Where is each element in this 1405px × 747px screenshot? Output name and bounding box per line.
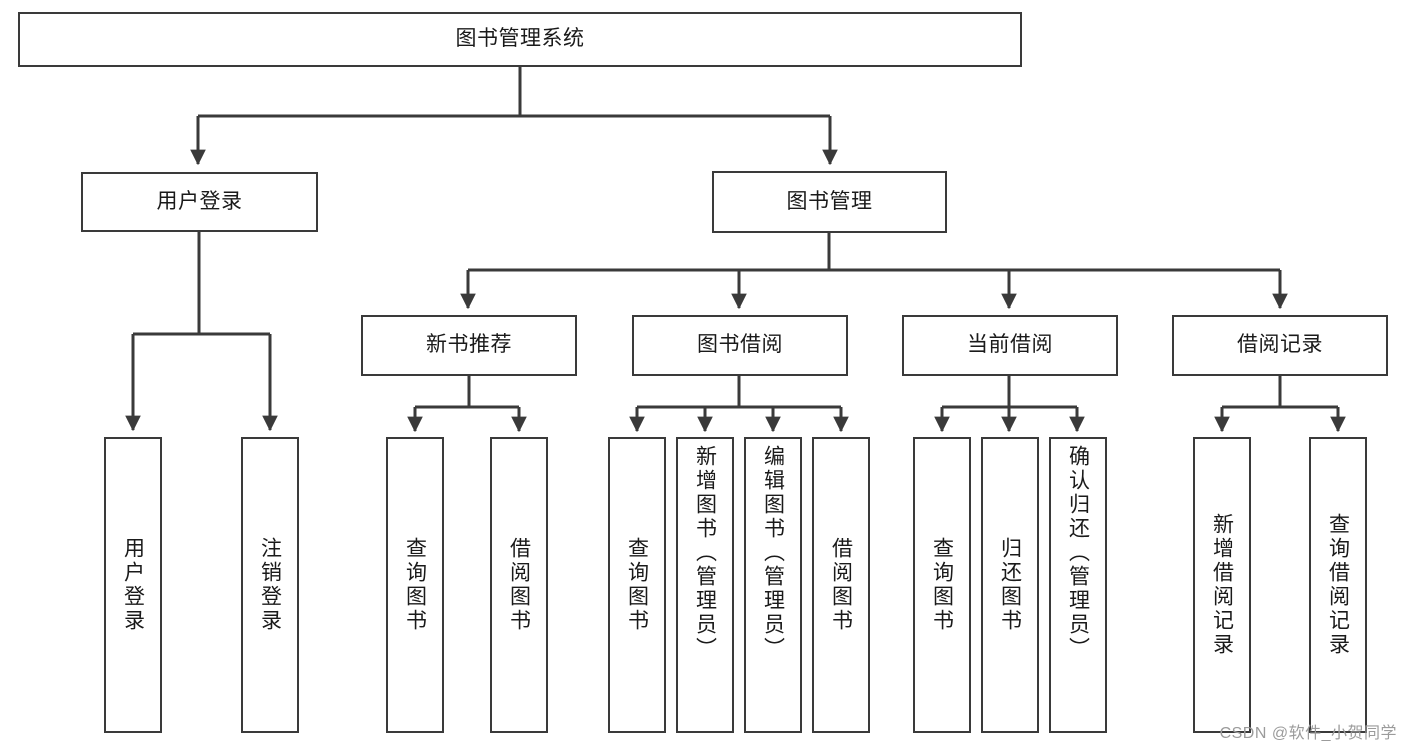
leaf-add-record-label: 新增借阅记录 (1210, 513, 1234, 657)
leaf-query-book-2[interactable]: 查询图书 (608, 437, 666, 733)
leaf-borrow-book-2-label: 借阅图书 (829, 537, 853, 633)
node-book-manage[interactable]: 图书管理 (712, 171, 947, 233)
node-current-borrow[interactable]: 当前借阅 (902, 315, 1118, 376)
node-book-borrow[interactable]: 图书借阅 (632, 315, 848, 376)
leaf-add-book-label: 新增图书（管理员） (693, 445, 717, 661)
node-borrow-record[interactable]: 借阅记录 (1172, 315, 1388, 376)
leaf-query-book-2-label: 查询图书 (625, 537, 649, 633)
leaf-user-logout[interactable]: 注销登录 (241, 437, 299, 733)
node-book-manage-label: 图书管理 (786, 189, 873, 213)
leaf-add-book[interactable]: 新增图书（管理员） (676, 437, 734, 733)
leaf-query-book-3[interactable]: 查询图书 (913, 437, 971, 733)
node-user-login-label: 用户登录 (156, 189, 243, 213)
leaf-return-book[interactable]: 归还图书 (981, 437, 1039, 733)
leaf-borrow-book-1-label: 借阅图书 (507, 537, 531, 633)
leaf-query-book-3-label: 查询图书 (930, 537, 954, 633)
node-root-label: 图书管理系统 (455, 27, 585, 51)
leaf-user-logout-label: 注销登录 (258, 537, 282, 633)
leaf-query-book-1-label: 查询图书 (403, 537, 427, 633)
leaf-confirm-return[interactable]: 确认归还（管理员） (1049, 437, 1107, 733)
leaf-add-record[interactable]: 新增借阅记录 (1193, 437, 1251, 733)
leaf-user-login[interactable]: 用户登录 (104, 437, 162, 733)
leaf-query-book-1[interactable]: 查询图书 (386, 437, 444, 733)
leaf-query-record[interactable]: 查询借阅记录 (1309, 437, 1367, 733)
leaf-query-record-label: 查询借阅记录 (1326, 513, 1350, 657)
leaf-user-login-label: 用户登录 (121, 537, 145, 633)
node-book-borrow-label: 图书借阅 (697, 333, 783, 357)
leaf-edit-book-label: 编辑图书（管理员） (761, 445, 785, 661)
leaf-borrow-book-1[interactable]: 借阅图书 (490, 437, 548, 733)
node-user-login[interactable]: 用户登录 (81, 172, 318, 232)
node-root[interactable]: 图书管理系统 (18, 12, 1022, 67)
leaf-confirm-return-label: 确认归还（管理员） (1066, 445, 1090, 661)
node-new-book-recommend[interactable]: 新书推荐 (361, 315, 577, 376)
leaf-borrow-book-2[interactable]: 借阅图书 (812, 437, 870, 733)
csdn-watermark: CSDN @软件_小贺同学 (1219, 725, 1397, 742)
node-borrow-record-label: 借阅记录 (1237, 333, 1323, 357)
leaf-edit-book[interactable]: 编辑图书（管理员） (744, 437, 802, 733)
node-new-book-recommend-label: 新书推荐 (426, 333, 512, 357)
leaf-return-book-label: 归还图书 (998, 537, 1022, 633)
node-current-borrow-label: 当前借阅 (967, 333, 1053, 357)
